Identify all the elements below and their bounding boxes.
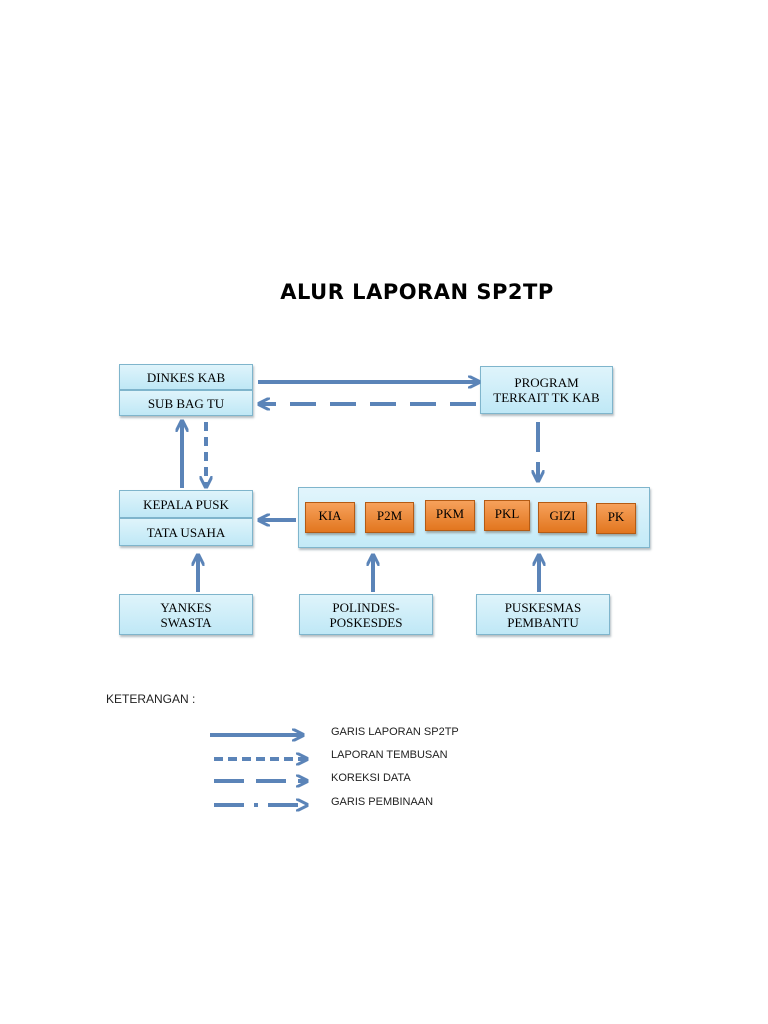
sub-bag-tu-box: SUB BAG TU (119, 390, 253, 416)
polindes-label-line1: POLINDES- (332, 599, 400, 615)
legend-heading: KETERANGAN : (106, 692, 196, 706)
program-terkait-box: PROGRAM TERKAIT TK KAB (480, 366, 613, 414)
program-pkm: PKM (425, 500, 475, 531)
legend-label-dashed: LAPORAN TEMBUSAN (331, 749, 448, 761)
legend-label-dashdot: GARIS PEMBINAAN (331, 796, 434, 808)
dinkes-kab-label: DINKES KAB (146, 369, 226, 385)
kepala-pusk-box: KEPALA PUSK (119, 490, 253, 518)
puskesmas-pembantu-box: PUSKESMAS PEMBANTU (476, 594, 610, 635)
program-p2m: P2M (365, 502, 414, 533)
program-label-line2: TERKAIT TK KAB (493, 390, 600, 405)
dinkes-kab-box: DINKES KAB (119, 364, 253, 390)
legend-label-solid: GARIS LAPORAN SP2TP (331, 726, 459, 738)
program-label-line1: PROGRAM (514, 375, 579, 390)
yankes-swasta-box: YANKES SWASTA (119, 594, 253, 635)
pustu-label-line1: PUSKESMAS (504, 599, 582, 615)
pustu-label-line2: PEMBANTU (507, 614, 579, 630)
yankes-label-line2: SWASTA (160, 614, 212, 630)
program-kia: KIA (305, 502, 355, 533)
program-pk: PK (596, 503, 636, 534)
yankes-label-line1: YANKES (160, 599, 212, 615)
diagram-title: ALUR LAPORAN SP2TP (280, 280, 554, 304)
polindes-poskesdes-box: POLINDES- POSKESDES (299, 594, 433, 635)
program-gizi: GIZI (538, 502, 587, 533)
sub-bag-tu-label: SUB BAG TU (147, 395, 225, 411)
program-pkl: PKL (484, 500, 530, 531)
legend-label-longdash: KOREKSI DATA (331, 772, 411, 784)
kepala-pusk-label: KEPALA PUSK (143, 496, 229, 512)
polindes-label-line2: POSKESDES (329, 614, 403, 630)
tata-usaha-box: TATA USAHA (119, 518, 253, 546)
tata-usaha-label: TATA USAHA (146, 524, 226, 540)
